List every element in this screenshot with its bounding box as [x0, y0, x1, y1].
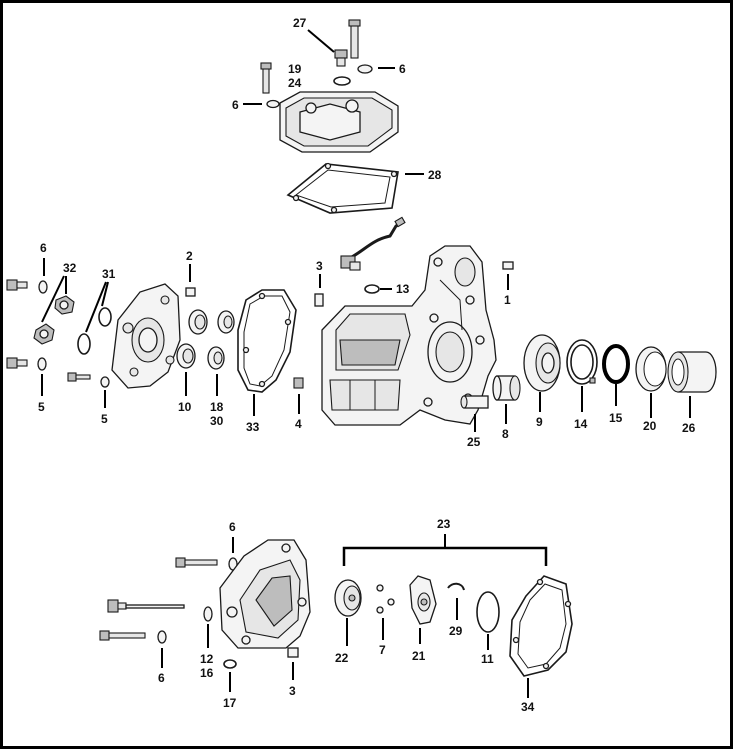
- callout-17: 17: [223, 696, 237, 710]
- part-end-gasket: [509, 575, 573, 677]
- part-side-cover: [111, 283, 181, 389]
- part-washer-top-left: [266, 99, 280, 109]
- part-snap-ring-14: [566, 339, 598, 385]
- part-dowel-bottom: [287, 647, 299, 658]
- part-vent-fitting: [334, 49, 348, 67]
- callout-1: 1: [504, 293, 511, 307]
- callout-22: 22: [335, 651, 349, 665]
- part-sleeve-26: [667, 351, 717, 393]
- part-sleeve-25: [460, 395, 489, 409]
- callout-labels: 27 19 24 6 6 28 6 32 31 2 3 13 1 5 5 10 …: [38, 16, 696, 714]
- callout-9: 9: [536, 415, 543, 429]
- part-oring-17: [223, 659, 237, 669]
- part-washer-left-upper: [38, 280, 48, 294]
- part-oring-13: [364, 284, 380, 294]
- callout-3-case: 3: [316, 259, 323, 273]
- part-oring-24: [333, 76, 351, 86]
- part-race-20: [635, 346, 667, 392]
- callout-21: 21: [412, 649, 426, 663]
- part-long-bolt-lower: [99, 630, 146, 641]
- part-dowel-2: [185, 287, 196, 297]
- part-top-cover: [279, 91, 399, 153]
- callout-16: 16: [200, 666, 214, 680]
- callout-24: 24: [288, 76, 302, 90]
- callout-33: 33: [246, 420, 260, 434]
- callout-6-left: 6: [40, 241, 47, 255]
- callout-27: 27: [293, 16, 307, 30]
- part-seal-15: [602, 344, 630, 384]
- left-cover-group: [6, 258, 321, 416]
- callout-26: 26: [682, 421, 696, 435]
- part-washer-31a: [98, 307, 112, 327]
- part-bolt-left-upper: [6, 279, 28, 291]
- callout-13: 13: [396, 282, 410, 296]
- part-dipstick: [107, 599, 185, 613]
- part-bearing-8: [492, 375, 521, 401]
- part-snap-ring-11: [476, 591, 500, 633]
- part-main-case: [321, 245, 497, 426]
- callout-11: 11: [481, 652, 494, 666]
- part-nut-32a: [54, 295, 75, 315]
- part-balls-7: [376, 584, 395, 614]
- callout-14: 14: [574, 417, 588, 431]
- callout-32: 32: [63, 261, 77, 275]
- bottom-group: [99, 534, 573, 698]
- callout-5-left: 5: [38, 400, 45, 414]
- callout-28: 28: [428, 168, 442, 182]
- part-bolt-left-lower: [6, 357, 28, 369]
- callout-7: 7: [379, 643, 386, 657]
- part-clip-29: [447, 582, 465, 591]
- callout-20: 20: [643, 419, 657, 433]
- part-bearing-9: [523, 334, 561, 392]
- part-nut-32b: [33, 323, 55, 345]
- callout-6-bottom-lower: 6: [158, 671, 165, 685]
- callout-6-top-left: 6: [232, 98, 239, 112]
- part-dowel-4: [293, 377, 304, 389]
- callout-25: 25: [467, 435, 481, 449]
- top-cover-group: [243, 19, 424, 214]
- part-long-bolt-upper: [175, 557, 218, 568]
- callout-34: 34: [521, 700, 535, 714]
- part-speed-sensor: [340, 216, 406, 271]
- part-bolt-top-left: [260, 62, 272, 94]
- main-case-group: [314, 216, 717, 432]
- callout-8: 8: [502, 427, 509, 441]
- part-cam-22: [334, 579, 362, 617]
- part-dowel-case: [314, 293, 324, 307]
- part-end-cover: [219, 539, 311, 649]
- part-bolt-small: [67, 372, 91, 382]
- callout-29: 29: [449, 624, 463, 638]
- part-top-gasket: [286, 162, 399, 214]
- part-washer-12: [203, 606, 213, 622]
- part-bearing-10b: [176, 343, 196, 369]
- part-side-gasket: [237, 289, 297, 393]
- part-seal-18b: [207, 346, 225, 370]
- callout-12: 12: [200, 652, 214, 666]
- part-washer-top-right: [357, 64, 373, 74]
- callout-4: 4: [295, 417, 302, 431]
- callout-2: 2: [186, 249, 193, 263]
- callout-15: 15: [609, 411, 623, 425]
- part-pin-1: [502, 261, 514, 270]
- callout-19: 19: [288, 62, 302, 76]
- part-bearing-10a: [188, 309, 208, 335]
- callout-18: 18: [210, 400, 224, 414]
- callout-5-mid: 5: [101, 412, 108, 426]
- callout-10: 10: [178, 400, 192, 414]
- part-washer-bottom-lower: [157, 630, 167, 644]
- callout-23: 23: [437, 517, 451, 531]
- callout-6-top-right: 6: [399, 62, 406, 76]
- part-ramp-21: [409, 575, 437, 625]
- part-washer-left-lower: [37, 357, 47, 371]
- callout-6-bottom-upper: 6: [229, 520, 236, 534]
- part-washer-small: [100, 376, 110, 388]
- part-seal-18a: [217, 310, 235, 334]
- callout-3-bottom: 3: [289, 684, 296, 698]
- part-bolt-top-right: [348, 19, 361, 59]
- callout-31: 31: [102, 267, 116, 281]
- callout-30: 30: [210, 414, 224, 428]
- part-washer-31b: [77, 333, 91, 355]
